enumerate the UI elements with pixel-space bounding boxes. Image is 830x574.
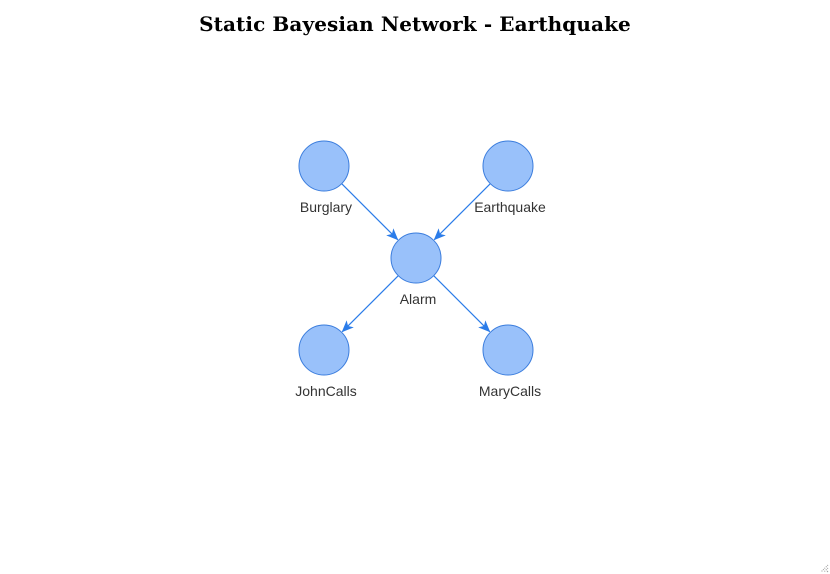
node-circle[interactable] xyxy=(298,140,350,192)
node-label: Earthquake xyxy=(474,199,546,215)
resize-grip-icon[interactable] xyxy=(819,563,829,573)
node-earthquake[interactable]: Earthquake xyxy=(474,140,546,215)
edge-alarm-to-johncalls[interactable] xyxy=(341,275,399,333)
edges-layer xyxy=(341,183,491,333)
node-circle[interactable] xyxy=(482,140,534,192)
node-marycalls[interactable]: MaryCalls xyxy=(479,324,541,399)
node-circle[interactable] xyxy=(390,232,442,284)
node-alarm[interactable]: Alarm xyxy=(390,232,442,307)
node-circle[interactable] xyxy=(482,324,534,376)
node-label: Burglary xyxy=(300,199,352,215)
node-burglary[interactable]: Burglary xyxy=(298,140,352,215)
node-label: MaryCalls xyxy=(479,383,541,399)
edge-burglary-to-alarm[interactable] xyxy=(341,183,399,241)
page-title: Static Bayesian Network - Earthquake xyxy=(199,12,631,36)
node-johncalls[interactable]: JohnCalls xyxy=(295,324,357,399)
edge-earthquake-to-alarm[interactable] xyxy=(433,183,491,241)
node-label: Alarm xyxy=(400,291,437,307)
node-circle[interactable] xyxy=(298,324,350,376)
node-label: JohnCalls xyxy=(295,383,356,399)
edge-alarm-to-marycalls[interactable] xyxy=(433,275,491,333)
